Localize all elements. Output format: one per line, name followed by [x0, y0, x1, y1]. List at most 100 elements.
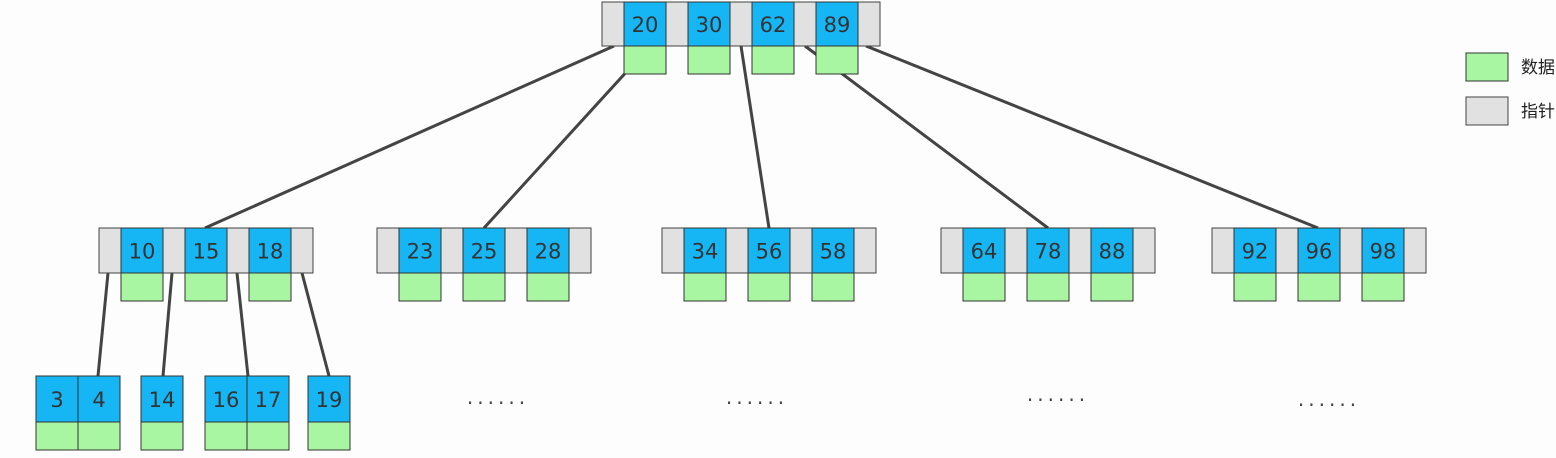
key-cell: [204, 375, 248, 423]
key-label: 19: [316, 388, 343, 412]
key-cell: [184, 227, 228, 274]
ellipsis-marker: ......: [1298, 387, 1360, 411]
key-cell: [248, 227, 292, 274]
key-label: 78: [1035, 240, 1062, 264]
leaf-node-4: 19: [307, 375, 351, 451]
data-cell: [815, 45, 859, 75]
level2-node-2: 23 25 28: [376, 227, 592, 302]
data-cell: [751, 45, 795, 75]
data-cell: [747, 272, 791, 302]
legend-label: 数据: [1521, 58, 1555, 78]
key-cell: [526, 227, 570, 274]
key-cell: [140, 375, 184, 423]
data-cell: [811, 272, 855, 302]
key-label: 92: [1242, 240, 1269, 264]
leaf-node-2: 14: [140, 375, 184, 451]
pointer-edge: [300, 272, 331, 377]
key-label: 28: [535, 240, 562, 264]
data-cell: [526, 272, 570, 302]
data-cell: [184, 272, 228, 302]
key-cell: [120, 227, 164, 274]
data-cell: [77, 421, 121, 451]
data-cell: [683, 272, 727, 302]
data-cell: [962, 272, 1006, 302]
key-label: 15: [193, 240, 220, 264]
data-cell: [687, 45, 731, 75]
key-label: 20: [632, 13, 659, 37]
key-cell: [747, 227, 791, 274]
ellipsis-marker: ......: [467, 385, 529, 409]
pointer-edge: [739, 45, 771, 229]
key-label: 17: [255, 388, 282, 412]
data-cell: [398, 272, 442, 302]
pointer-edge: [204, 44, 615, 230]
key-cell: [307, 375, 351, 423]
data-cell: [1361, 272, 1405, 302]
pointer-edge: [865, 44, 1319, 230]
key-cell: [462, 227, 506, 274]
ellipsis-marker: ......: [1027, 382, 1089, 406]
key-label: 25: [471, 240, 498, 264]
key-cell: [1297, 227, 1341, 274]
key-cell: [623, 1, 667, 47]
legend-swatch-pointer: [1465, 96, 1509, 126]
key-cell: [246, 375, 290, 423]
data-cell: [1297, 272, 1341, 302]
legend-item-data: 数据: [1465, 52, 1555, 82]
key-cell: [1026, 227, 1070, 274]
legend-swatch-data: [1465, 52, 1509, 82]
key-label: 30: [696, 13, 723, 37]
key-cell: [962, 227, 1006, 274]
key-label: 98: [1370, 240, 1397, 264]
pointer-edge: [482, 44, 652, 230]
key-label: 3: [50, 388, 63, 412]
pointer-edge: [235, 272, 250, 377]
key-label: 96: [1306, 240, 1333, 264]
key-label: 56: [756, 240, 783, 264]
data-cell: [246, 421, 290, 451]
ellipsis-marker: ......: [726, 385, 788, 409]
data-cell: [248, 272, 292, 302]
key-label: 18: [257, 240, 284, 264]
key-label: 23: [407, 240, 434, 264]
level2-node-5: 92 96 98: [1211, 227, 1427, 302]
data-cell: [204, 421, 248, 451]
ellipsis-markers: ........................: [467, 382, 1360, 411]
key-label: 88: [1099, 240, 1126, 264]
data-cell: [120, 272, 164, 302]
level2-node-4: 64 78 88: [940, 227, 1156, 302]
legend-label: 指针: [1521, 102, 1555, 122]
pointer-edge: [96, 272, 110, 377]
key-cell: [687, 1, 731, 47]
data-cell: [35, 421, 79, 451]
key-label: 10: [129, 240, 156, 264]
key-label: 58: [820, 240, 847, 264]
key-cell: [1361, 227, 1405, 274]
key-label: 14: [149, 388, 176, 412]
key-cell: [35, 375, 79, 423]
data-cell: [140, 421, 184, 451]
data-cell: [307, 421, 351, 451]
key-cell: [77, 375, 121, 423]
key-cell: [683, 227, 727, 274]
key-cell: [811, 227, 855, 274]
data-cell: [623, 45, 667, 75]
key-label: 62: [760, 13, 787, 37]
pointer-edge: [161, 272, 174, 377]
key-label: 64: [971, 240, 998, 264]
level2-node-1: 10 15 18: [98, 227, 314, 302]
edges: [96, 44, 1319, 377]
data-cell: [1090, 272, 1134, 302]
pointer-edge: [804, 44, 1049, 230]
data-cell: [462, 272, 506, 302]
key-cell: [1090, 227, 1134, 274]
key-label: 16: [213, 388, 240, 412]
data-cell: [1233, 272, 1277, 302]
